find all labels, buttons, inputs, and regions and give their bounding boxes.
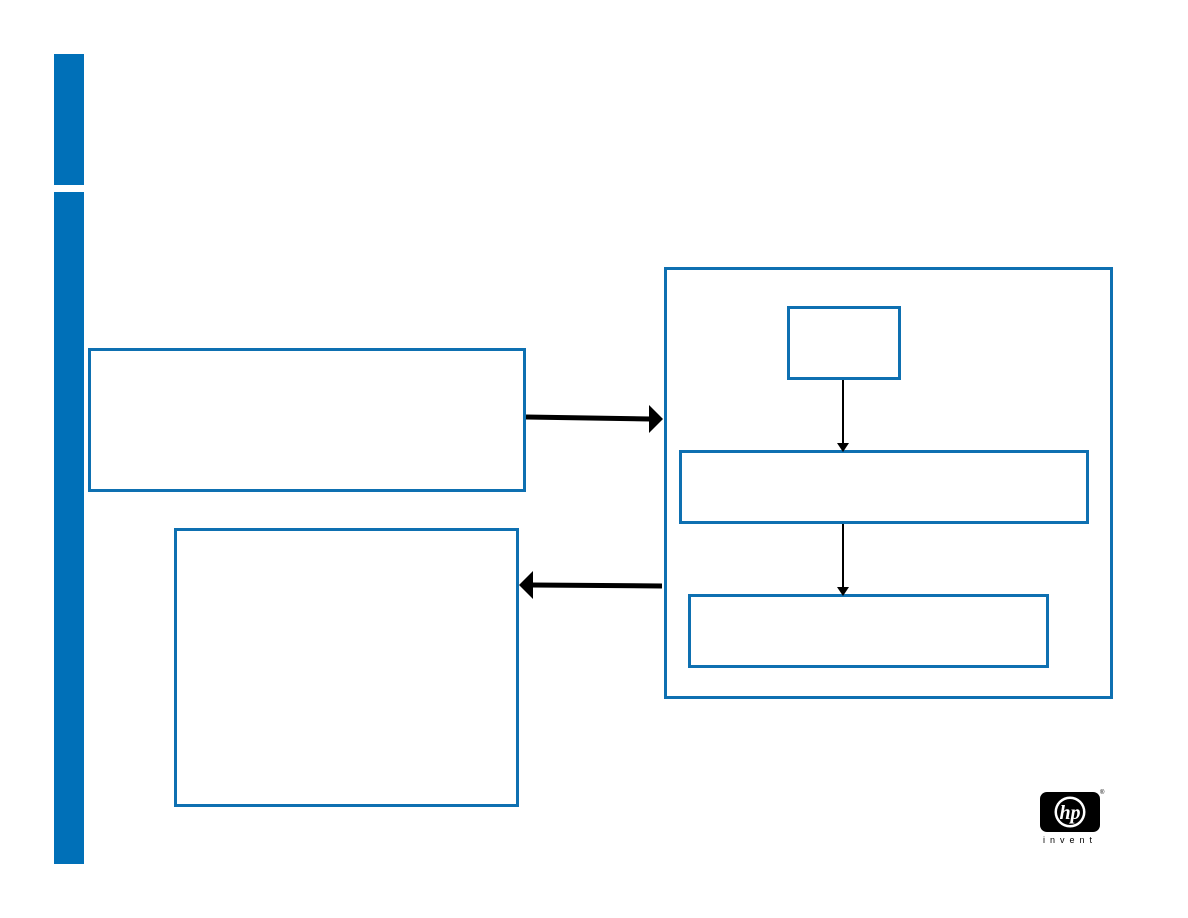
hp-logo: hp ® invent (1038, 790, 1106, 848)
hp-logo-mark-text: hp (1059, 802, 1080, 824)
registered-mark: ® (1100, 790, 1105, 796)
middle-box (679, 450, 1089, 524)
top-small-box (787, 306, 901, 380)
arrow-right (525, 405, 663, 433)
left-top-box (88, 348, 526, 492)
sidebar-bar-top (54, 54, 84, 185)
arrow-left (519, 571, 663, 599)
hp-logo-tagline: invent (1042, 835, 1098, 845)
sidebar-bar-bottom (54, 192, 84, 864)
hp-logo-icon: hp (1040, 792, 1100, 832)
left-bottom-box (174, 528, 519, 807)
bottom-box (688, 594, 1049, 668)
